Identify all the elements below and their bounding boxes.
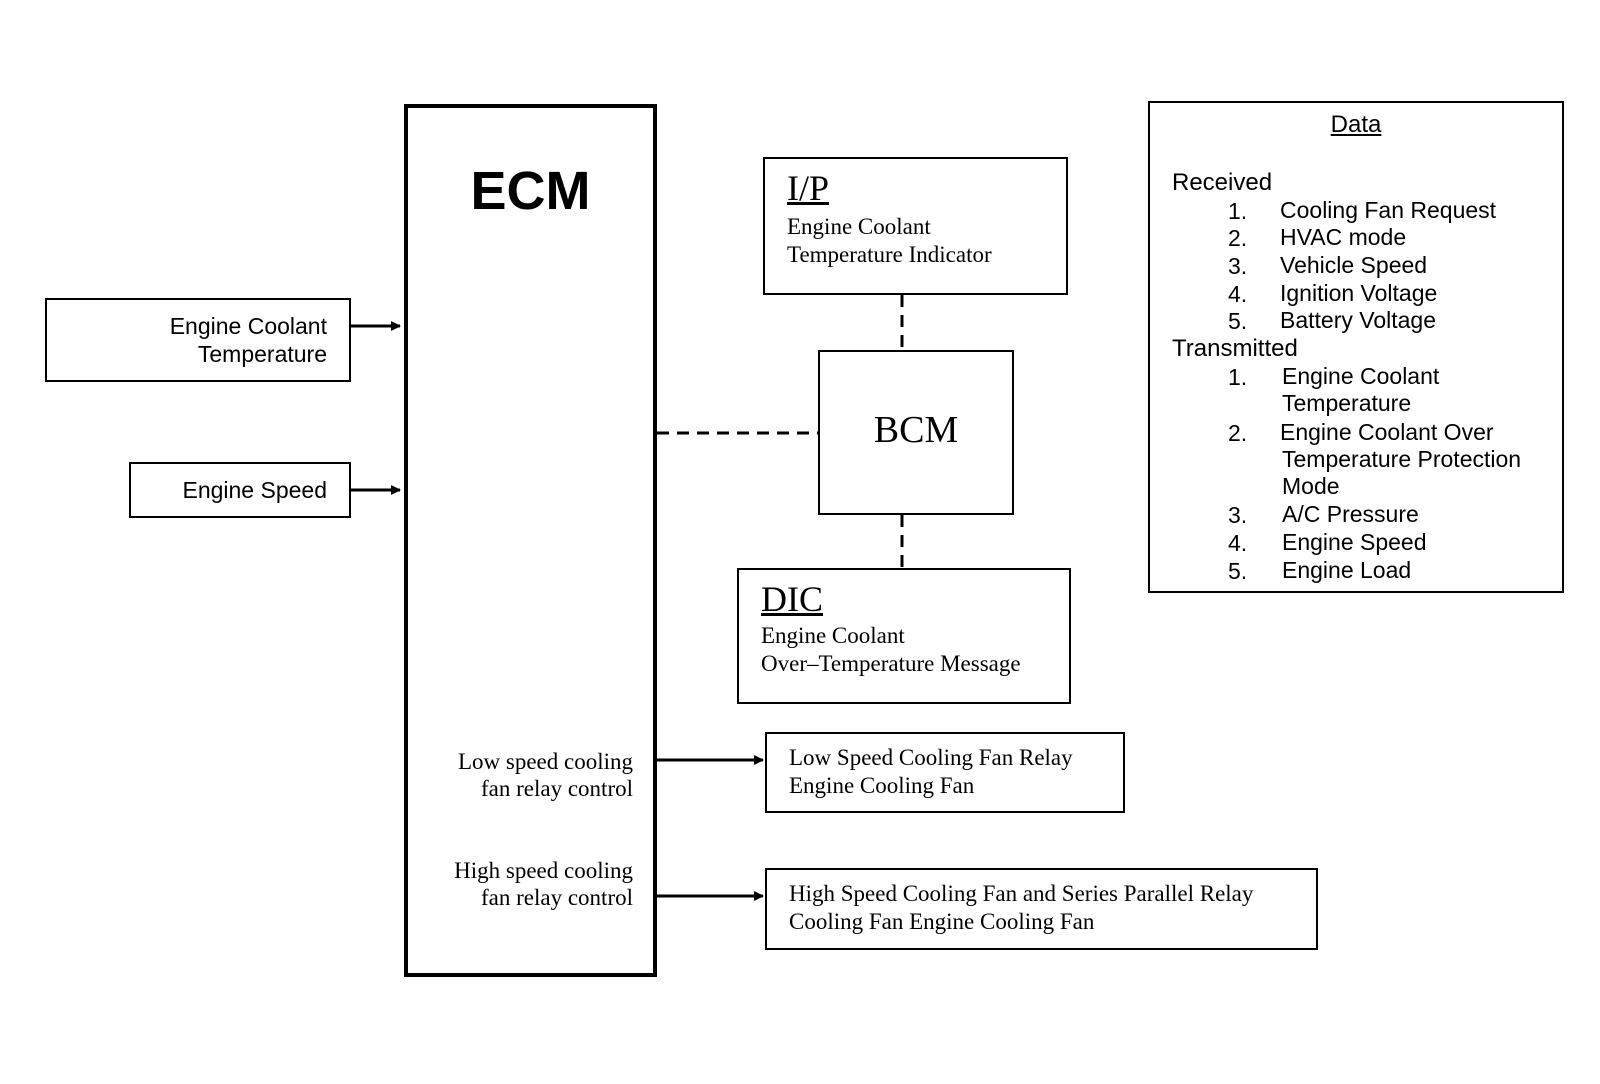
transmitted-item-line: Mode [1282,473,1340,499]
received-item-text: Ignition Voltage [1280,280,1438,306]
transmitted-item-text: A/C Pressure [1282,501,1419,527]
transmitted-item-line: Engine Coolant Over [1280,419,1494,445]
dic-description: Engine Coolant Over–Temperature Message [761,622,1021,678]
ip-description: Engine Coolant Temperature Indicator [787,213,992,269]
ip-module: I/P Engine Coolant Temperature Indicator [763,157,1068,295]
dic-line-1: Engine Coolant [761,623,905,648]
ecm-title: ECM [470,161,591,221]
ip-line-2: Temperature Indicator [787,242,992,267]
ecm-output-low-speed-label: Low speed cooling fan relay control [458,748,633,802]
transmitted-item-text: Engine Speed [1282,529,1427,555]
ip-title: I/P [787,168,830,208]
output-high-speed-text: High Speed Cooling Fan and Series Parall… [789,880,1253,936]
output-low-speed-text: Low Speed Cooling Fan Relay Engine Cooli… [789,744,1073,800]
transmitted-item-line: Temperature Protection [1282,446,1522,472]
output-high-speed-relay: High Speed Cooling Fan and Series Parall… [765,868,1318,950]
output-high-line-1: High Speed Cooling Fan and Series Parall… [789,881,1254,906]
ecm-output-high-speed-label: High speed cooling fan relay control [454,857,633,911]
received-item-num: 4. [1228,281,1248,307]
received-item-text: HVAC mode [1280,224,1407,250]
transmitted-item-text: Engine Load [1282,557,1412,583]
ecm-output-low-line-2: fan relay control [481,776,633,801]
input-engine-coolant-temperature: Engine Coolant Temperature [45,298,351,382]
received-item-text: Battery Voltage [1280,307,1436,333]
transmitted-item-line: Engine Coolant [1282,363,1440,389]
received-item-text: Cooling Fan Request [1280,197,1497,223]
output-low-line-2: Engine Cooling Fan [789,773,975,798]
ecm-block: ECM Low speed cooling fan relay control … [404,104,657,977]
received-heading: Received [1172,169,1273,196]
ecm-output-high-line-1: High speed cooling [454,858,633,883]
input-ect-line-2: Temperature [197,341,327,367]
transmitted-item-num: 1. [1228,364,1248,390]
dic-title: DIC [761,579,823,619]
transmitted-item-text: Engine Coolant Temperature [1282,363,1439,417]
dic-module: DIC Engine Coolant Over–Temperature Mess… [737,568,1071,704]
ecm-output-high-line-2: fan relay control [481,885,633,910]
transmitted-item-line: Temperature [1282,390,1412,416]
transmitted-item-num: 5. [1228,558,1248,584]
received-item-num: 3. [1228,253,1248,279]
transmitted-item-num: 3. [1228,502,1248,528]
bcm-title: BCM [873,409,959,451]
received-item-text: Vehicle Speed [1280,252,1428,278]
transmitted-item-num: 4. [1228,530,1248,556]
dic-line-2: Over–Temperature Message [761,651,1021,676]
output-low-speed-relay: Low Speed Cooling Fan Relay Engine Cooli… [765,732,1125,813]
input-ect-label: Engine Coolant Temperature [170,312,327,368]
input-engine-speed: Engine Speed [129,462,351,518]
transmitted-heading: Transmitted [1172,335,1298,362]
input-ect-line-1: Engine Coolant [169,313,327,339]
ip-line-1: Engine Coolant [787,214,931,239]
output-high-line-2: Cooling Fan Engine Cooling Fan [789,909,1095,934]
data-panel-title: Data [1330,111,1382,138]
transmitted-item-text: Engine Coolant Over Temperature Protecti… [1280,419,1521,500]
input-engine-speed-label: Engine Speed [182,477,327,503]
ecm-output-low-line-1: Low speed cooling [457,749,633,774]
transmitted-item-num: 2. [1228,420,1248,446]
received-item-num: 5. [1228,308,1248,334]
received-item-num: 1. [1228,198,1248,224]
bcm-module: BCM [818,350,1014,515]
data-panel: Data Received 1. Cooling Fan Request 2. … [1148,101,1564,593]
output-low-line-1: Low Speed Cooling Fan Relay [789,745,1073,770]
received-item-num: 2. [1228,225,1248,251]
